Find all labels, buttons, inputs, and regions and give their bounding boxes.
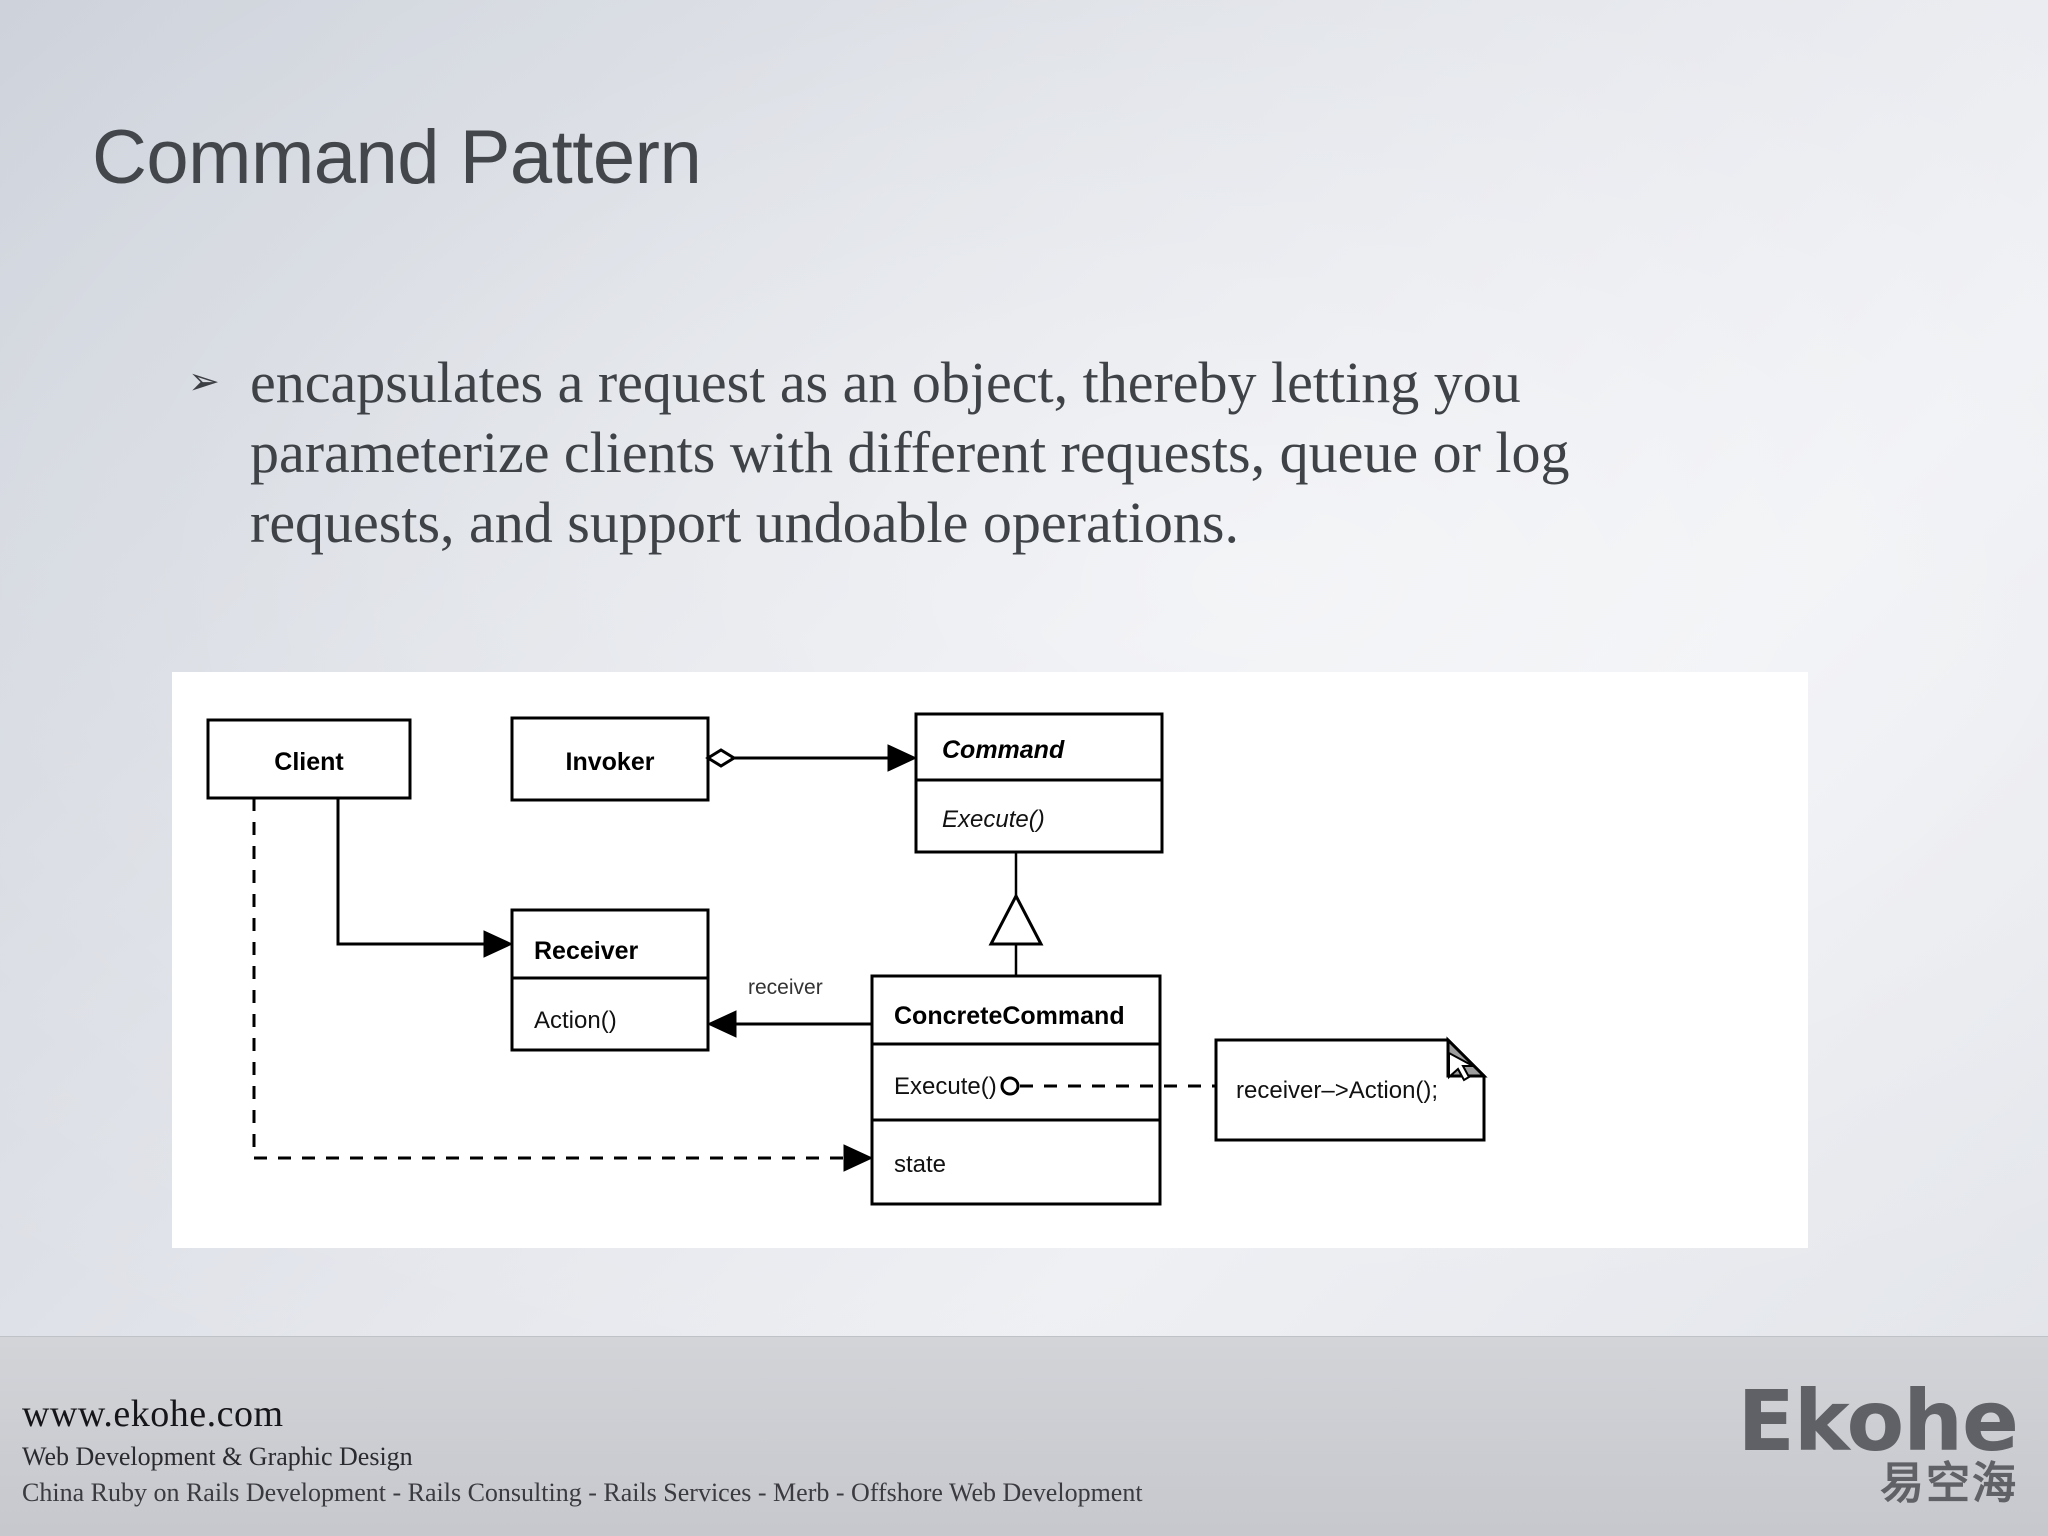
uml-class-concretecommand-ops [870,1042,1162,1122]
uml-aggregation-diamond-icon [705,748,737,768]
uml-diagram-svg: Client Invoker Command Execute() Receive… [206,712,1488,1206]
footer-services: China Ruby on Rails Development - Rails … [22,1478,1143,1507]
uml-class-invoker-label: Invoker [566,748,655,776]
uml-role-label-receiver: receiver [748,976,823,999]
uml-class-invoker [510,716,710,802]
uml-generalization-triangle-icon [988,892,1044,946]
uml-arrowhead-command-icon [887,744,918,772]
ekohe-logo-chinese: 易空海 [1880,1458,2018,1509]
ekohe-logo: Ekohe 易空海 [1688,1372,2019,1509]
uml-class-receiver-label: Receiver [534,937,639,965]
uml-diagram-panel: Client Invoker Command Execute() Receive… [172,672,1808,1248]
footer-text-block: www.ekohe.com Web Development & Graphic … [22,1392,1143,1510]
footer-band [0,1337,2048,1536]
uml-class-concretecommand-label: ConcreteCommand [894,1002,1125,1030]
ekohe-logo-wordmark: Ekohe [1737,1372,2019,1470]
uml-note-anchor-circle-icon [1000,1076,1020,1096]
page-title: Command Pattern [92,115,702,200]
uml-class-concretecommand-member-state: state [894,1151,946,1178]
uml-class-command-label: Command [942,736,1065,764]
bullet-list: ➢ encapsulates a request as an object, t… [186,348,1686,558]
uml-arrowhead-action-icon [706,1010,737,1038]
uml-class-receiver-member-action: Action() [534,1007,617,1034]
uml-edge-client-receiver [336,798,492,946]
uml-edge-client-concretecommand [252,798,848,1160]
uml-class-client [206,718,412,800]
uml-note-cursor-icon [1448,1051,1474,1082]
uml-note-box [1214,1038,1486,1142]
uml-class-command-member-execute: Execute() [942,806,1045,833]
footer-website-url[interactable]: www.ekohe.com [22,1393,284,1435]
uml-arrowhead-state-icon [843,1144,874,1172]
uml-class-client-label: Client [274,748,344,776]
uml-class-receiver-members [510,976,710,1052]
footer-tagline: Web Development & Graphic Design [22,1442,413,1471]
uml-note-text: receiver–>Action(); [1236,1077,1438,1104]
uml-class-concretecommand-member-execute: Execute() [894,1073,997,1100]
uml-class-concretecommand-state [870,1118,1162,1206]
bullet-item-text: encapsulates a request as an object, the… [250,350,1570,555]
uml-class-command-members [914,778,1164,854]
uml-arrowhead-receiver-icon [483,930,514,958]
bullet-arrow-icon: ➢ [188,359,220,403]
